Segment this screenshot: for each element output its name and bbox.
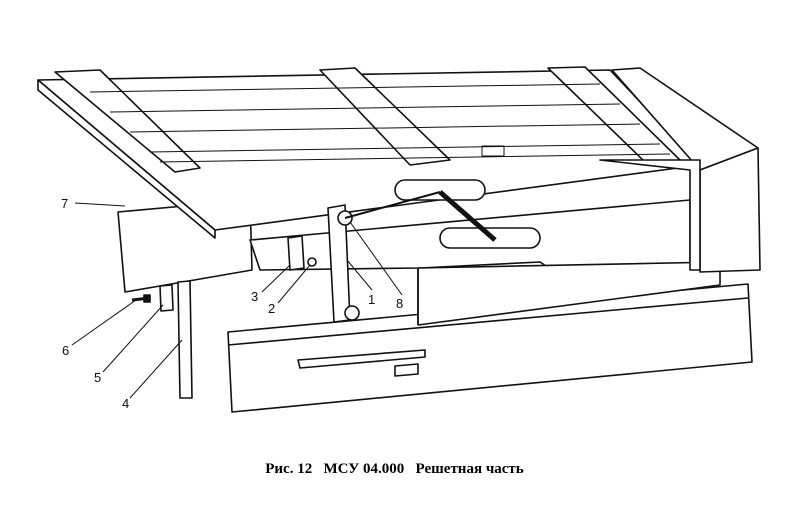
callout-2: 2 xyxy=(268,301,275,316)
callout-3: 3 xyxy=(251,289,258,304)
leader-lines xyxy=(71,202,403,399)
callout-1: 1 xyxy=(368,292,375,307)
sieve-assembly-drawing: 1 2 3 4 5 6 7 8 xyxy=(37,66,761,413)
drive-linkage xyxy=(287,179,541,323)
callout-8: 8 xyxy=(396,296,403,311)
callout-7: 7 xyxy=(61,196,68,211)
callout-5: 5 xyxy=(94,370,101,385)
right-housing xyxy=(599,67,761,273)
sieve-frame xyxy=(37,66,701,239)
figure-caption: Рис. 12 МСУ 04.000 Решетная часть xyxy=(265,461,524,477)
loose-parts xyxy=(131,280,193,399)
callout-6: 6 xyxy=(62,343,69,358)
callout-4: 4 xyxy=(122,396,129,411)
